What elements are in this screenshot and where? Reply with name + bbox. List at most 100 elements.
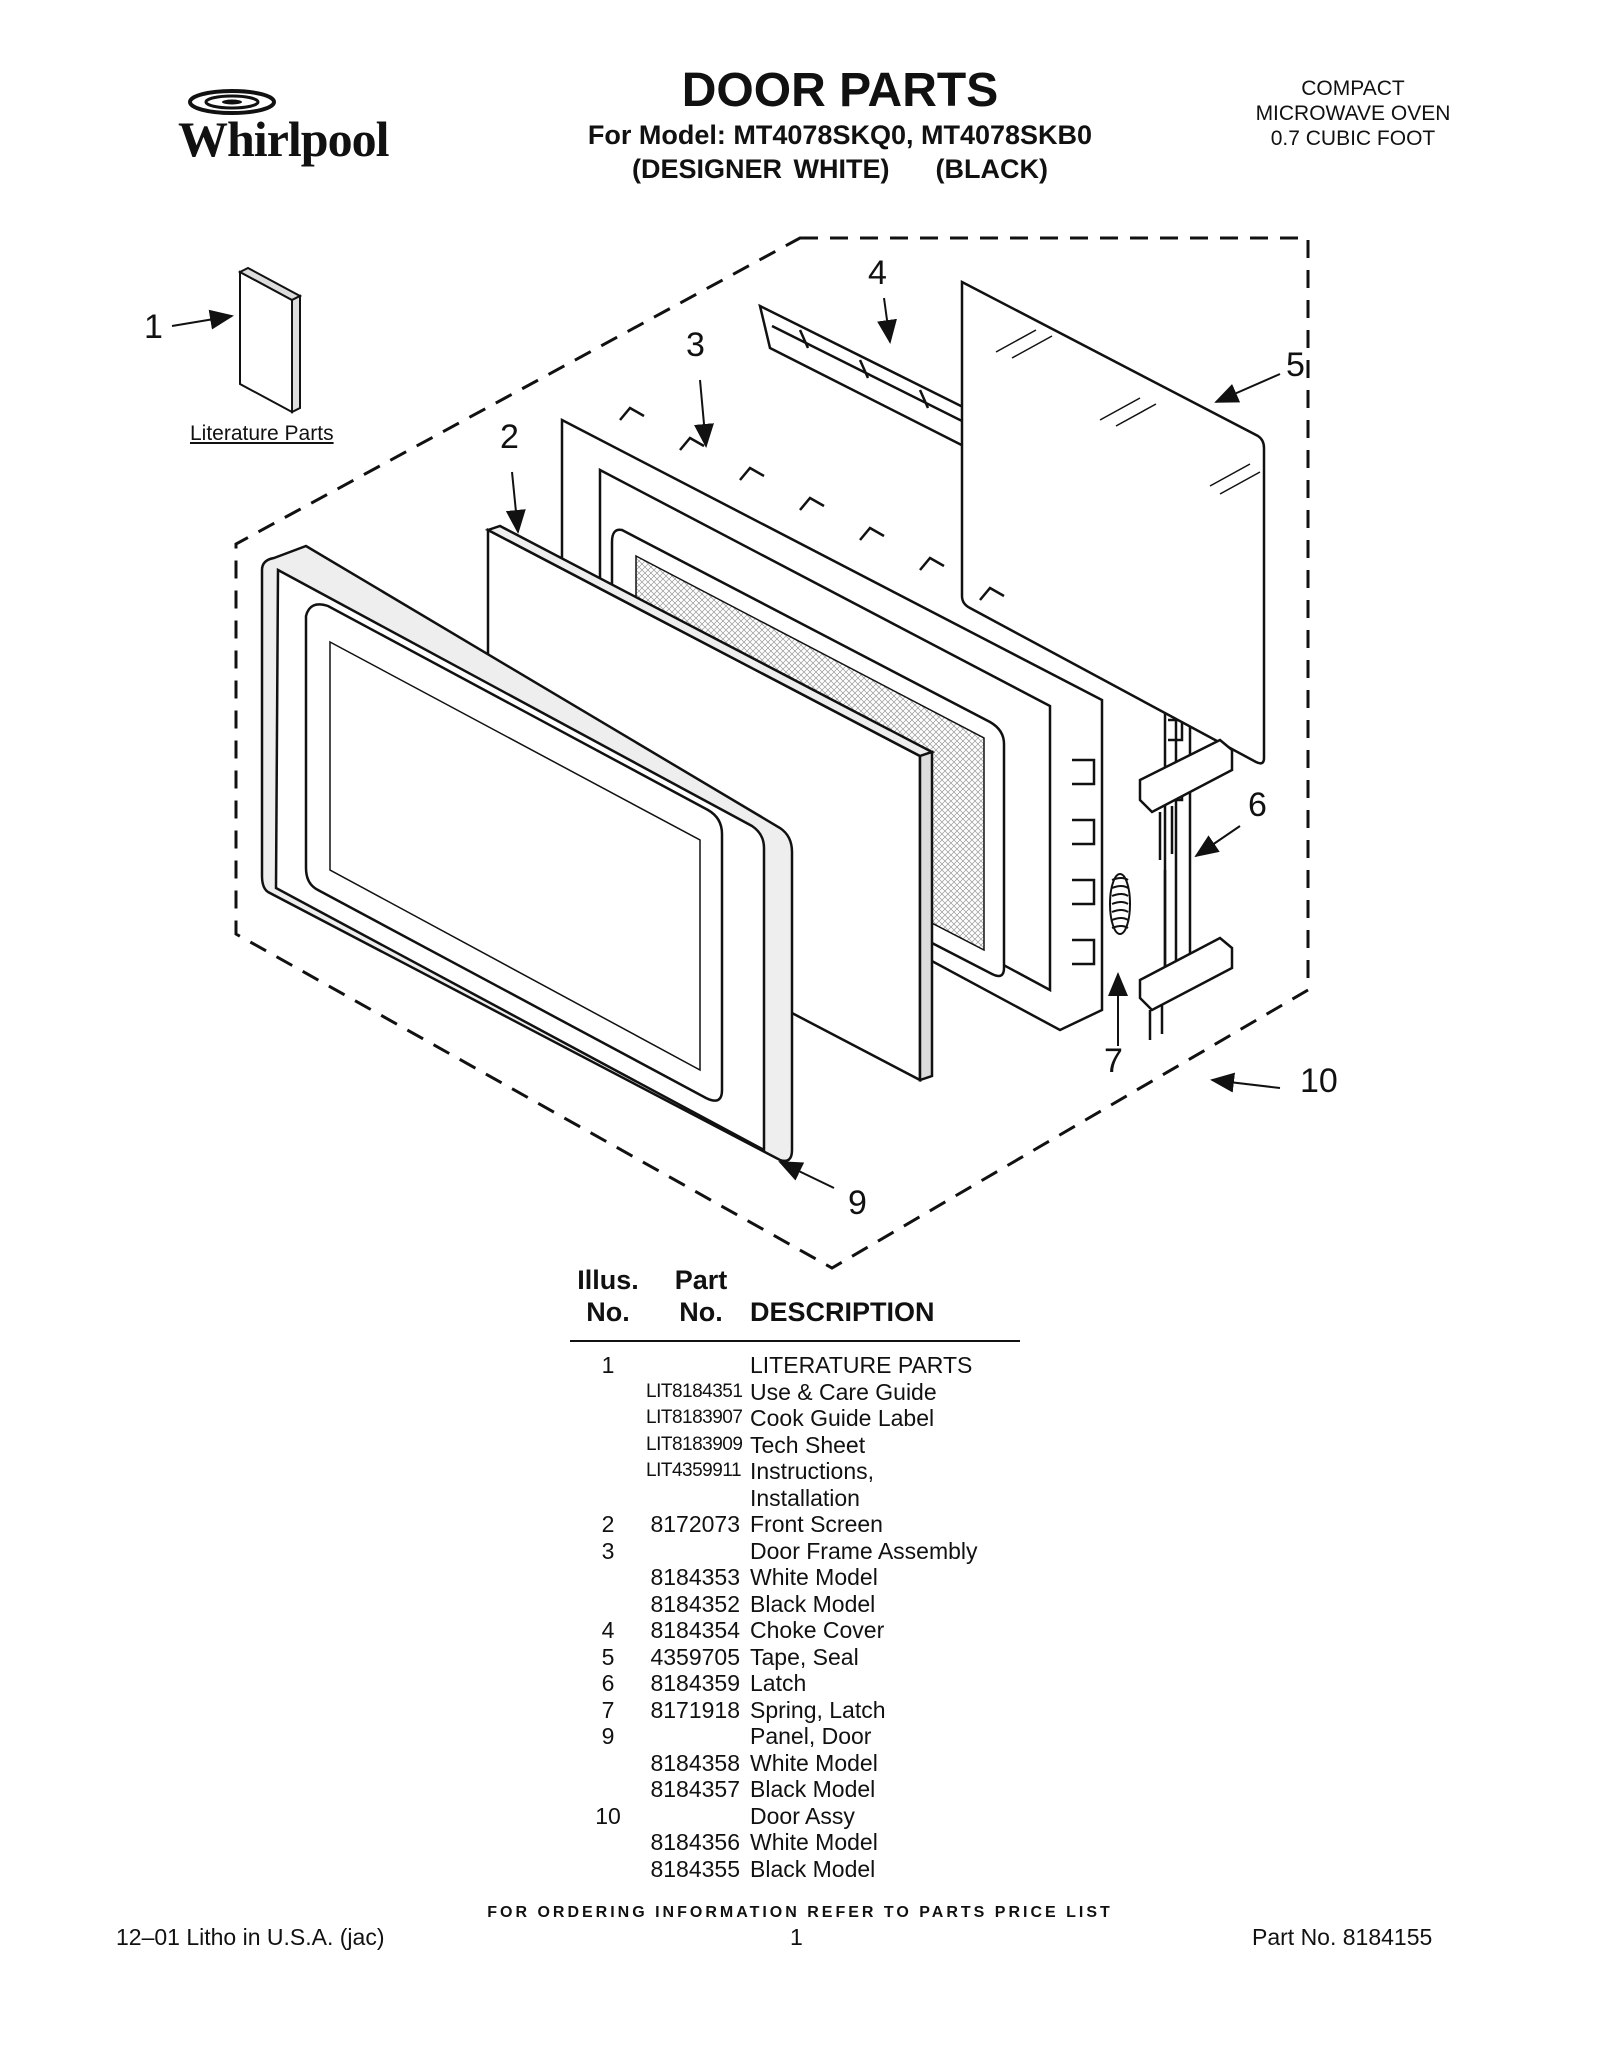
literature-parts-caption: Literature Parts: [190, 422, 334, 445]
illus-number: 9: [601, 1723, 615, 1749]
header-illus-line2: No.: [586, 1297, 630, 1327]
callout-4: 4: [868, 254, 887, 292]
brand-wordmark: Whirlpool: [178, 111, 389, 167]
header-part-line1: Part: [674, 1265, 728, 1295]
exploded-parts-diagram: 1 2 3 4 5 6 7 9 10: [144, 236, 1338, 1270]
callout-7: 7: [1104, 1042, 1123, 1080]
door-latch: [1138, 738, 1234, 1040]
illus-number: 7: [601, 1696, 615, 1723]
part-number: LIT4359911: [646, 1460, 742, 1481]
table-row: LIT4359911 Instructions,: [570, 1458, 1090, 1485]
part-number: 8184358: [650, 1749, 740, 1776]
header-part-line2: No.: [679, 1297, 723, 1327]
table-row: 10 Door Assy: [570, 1803, 1090, 1830]
part-description: Black Model: [750, 1590, 876, 1617]
callout-10: 10: [1300, 1062, 1338, 1100]
header-description: DESCRIPTION: [750, 1297, 935, 1327]
table-row: LIT8184351 Use & Care Guide: [570, 1379, 1090, 1406]
part-description: Black Model: [750, 1776, 876, 1802]
illus-number: 1: [601, 1352, 615, 1378]
table-row: 8184357 Black Model: [570, 1776, 1090, 1803]
part-number: 4359705: [650, 1643, 740, 1670]
part-description: White Model: [750, 1829, 878, 1855]
header-part-no: Part No.: [666, 1264, 736, 1328]
part-description: Spring, Latch: [750, 1696, 886, 1723]
part-description: Choke Cover: [750, 1617, 885, 1643]
product-line-1: COMPACT: [1301, 77, 1405, 100]
part-description: White Model: [750, 1749, 878, 1776]
leader-arrows: [171, 297, 1281, 1189]
part-description: Panel, Door: [750, 1723, 872, 1749]
table-row: 1 LITERATURE PARTS: [570, 1352, 1090, 1379]
leader-arrow-10: [1210, 1072, 1281, 1093]
part-number: 8184353: [650, 1564, 740, 1590]
part-description: Latch: [750, 1670, 807, 1696]
page-header: DOOR PARTS For Model: MT4078SKQ0, MT4078…: [560, 64, 1120, 186]
door-assembly-outline: [234, 236, 1310, 1270]
illus-number: 4: [601, 1617, 615, 1643]
callout-numbers: 1 2 3 4 5 6 7 9 10: [144, 254, 1338, 1222]
part-number: 8184359: [650, 1670, 740, 1696]
ordering-note: FOR ORDERING INFORMATION REFER TO PARTS …: [487, 1904, 1113, 1921]
product-description: COMPACT MICROWAVE OVEN 0.7 CUBIC FOOT: [1228, 76, 1478, 151]
part-description: Tech Sheet: [750, 1431, 866, 1458]
callout-9: 9: [848, 1184, 867, 1222]
swirl-icon: [188, 89, 276, 115]
page-number: 1: [790, 1924, 803, 1950]
table-row: 8184358 White Model: [570, 1750, 1090, 1777]
color-line: (DESIGNER WHITE) (BLACK): [632, 154, 1048, 184]
part-number: 8184355: [650, 1855, 740, 1882]
part-number: 8172073: [650, 1511, 740, 1537]
header-illus-line1: Illus.: [577, 1265, 639, 1295]
illus-number: 2: [601, 1511, 615, 1537]
table-row: 8184352 Black Model: [570, 1591, 1090, 1618]
callout-1: 1: [144, 308, 163, 346]
table-row: 6 8184359 Latch: [570, 1670, 1090, 1697]
leader-arrow-2: [505, 471, 526, 534]
product-line-2: MICROWAVE OVEN: [1255, 102, 1451, 125]
part-number: LIT8184351: [646, 1380, 743, 1402]
leader-arrow-5: [1214, 373, 1281, 403]
part-description: LITERATURE PARTS: [750, 1352, 973, 1378]
litho-note: 12–01 Litho in U.S.A. (jac): [116, 1924, 385, 1950]
part-number: 8184357: [650, 1776, 740, 1802]
leader-arrow-6: [1194, 825, 1241, 858]
part-number: 8184352: [650, 1590, 740, 1617]
part-description: Tape, Seal: [750, 1643, 859, 1670]
parts-table-header: Illus. No. Part No. DESCRIPTION: [570, 1264, 1020, 1342]
table-row: 8184355 Black Model: [570, 1856, 1090, 1883]
leader-arrow-4: [877, 297, 897, 344]
header-illus-no: Illus. No.: [570, 1264, 646, 1328]
part-description: Installation: [750, 1484, 860, 1511]
illus-number: 10: [595, 1802, 621, 1829]
literature-parts-booklet: [237, 266, 303, 414]
part-description: Door Frame Assembly: [750, 1537, 978, 1564]
table-row: Installation: [570, 1485, 1090, 1512]
part-description: White Model: [750, 1564, 878, 1590]
callout-3: 3: [686, 326, 705, 364]
leader-arrow-1: [171, 309, 234, 330]
table-row: 4 8184354 Choke Cover: [570, 1617, 1090, 1644]
illus-number: 5: [601, 1643, 615, 1670]
document-part-number: Part No. 8184155: [1252, 1924, 1433, 1950]
illus-number: 6: [601, 1670, 615, 1696]
table-row: 5 4359705 Tape, Seal: [570, 1644, 1090, 1671]
leader-arrow-3: [694, 379, 714, 448]
part-description: Use & Care Guide: [750, 1378, 937, 1405]
whirlpool-logo: Whirlpool: [160, 82, 400, 172]
part-description: Instructions,: [750, 1458, 874, 1484]
leader-arrow-9: [778, 1161, 835, 1189]
part-description: Black Model: [750, 1855, 876, 1882]
part-number: 8184354: [650, 1617, 740, 1643]
callout-2: 2: [500, 418, 519, 456]
part-number: 8171918: [650, 1696, 740, 1723]
page-title: DOOR PARTS: [681, 64, 999, 117]
part-description: Cook Guide Label: [750, 1405, 935, 1431]
callout-5: 5: [1286, 346, 1305, 384]
part-description: Door Assy: [750, 1802, 855, 1829]
